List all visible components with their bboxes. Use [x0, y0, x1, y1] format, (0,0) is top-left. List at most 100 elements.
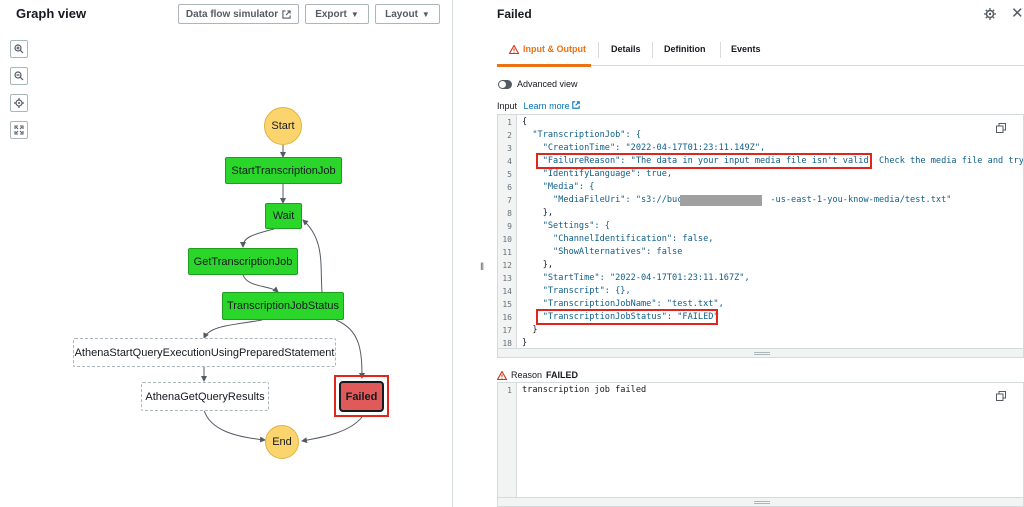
node-get-transcription-job[interactable]: GetTranscriptionJob [188, 248, 298, 275]
tab-divider [652, 42, 653, 58]
zoom-out-button[interactable] [10, 67, 28, 85]
line-number: 10 [502, 235, 512, 244]
code-line-failure-reason: "FailureReason": "The data in your input… [522, 156, 1024, 166]
line-number-gutter: 1 2 3 4 5 6 7 8 9 10 11 12 13 14 15 16 1… [498, 115, 517, 357]
redacted-block [680, 195, 762, 206]
tab-details[interactable]: Details [611, 44, 641, 54]
code-line: { [522, 117, 528, 127]
node-end[interactable]: End [265, 425, 299, 459]
line-number: 11 [502, 248, 512, 257]
code-line: "TranscriptionJob": { [522, 130, 641, 140]
line-number: 9 [507, 222, 512, 231]
active-tab-indicator [497, 64, 591, 67]
input-section-label: Input Learn more [497, 101, 580, 111]
line-number: 15 [502, 300, 512, 309]
node-athena-get-query-results[interactable]: AthenaGetQueryResults [141, 382, 269, 411]
panel-resize-handle[interactable]: ‖ [480, 262, 485, 273]
line-number: 18 [502, 339, 512, 348]
tab-input-output-label: Input & Output [523, 44, 586, 54]
node-transcription-job-status[interactable]: TranscriptionJobStatus [222, 292, 344, 320]
copy-icon[interactable] [996, 123, 1006, 133]
node-wait[interactable]: Wait [265, 203, 302, 229]
state-title: Failed [497, 7, 532, 21]
graph-edges [201, 145, 365, 444]
code-line: "Media": { [522, 182, 595, 192]
tab-events[interactable]: Events [731, 44, 761, 54]
grip-icon [753, 501, 770, 504]
graph-view-panel: Graph view Data flow simulator Export ▼ … [0, 0, 453, 507]
reason-editor[interactable]: 1 transcription job failed [497, 382, 1024, 507]
code-line: "StartTime": "2022-04-17T01:23:11.167Z", [522, 273, 750, 283]
reason-label: Reason [511, 370, 543, 380]
node-failed[interactable]: Failed [339, 381, 384, 412]
learn-more-link[interactable]: Learn more [524, 101, 581, 111]
tab-divider [720, 42, 721, 58]
node-athena-start-query[interactable]: AthenaStartQueryExecutionUsingPreparedSt… [73, 338, 336, 367]
code-line: }, [522, 208, 554, 218]
code-line: }, [522, 260, 554, 270]
warning-icon [509, 44, 519, 54]
export-dropdown[interactable]: Export ▼ [305, 4, 369, 24]
line-number: 5 [507, 170, 512, 179]
line-number: 13 [502, 274, 512, 283]
gear-icon[interactable] [984, 8, 996, 20]
reason-value: FAILED [546, 370, 579, 380]
editor-resize-handle[interactable] [498, 497, 1023, 506]
details-panel: Failed ✕ Input & Output Details Definiti… [490, 0, 1024, 507]
editor-resize-handle[interactable] [498, 348, 1023, 357]
learn-more-text: Learn more [523, 101, 570, 111]
line-number: 1 [507, 118, 512, 127]
code-line-job-status: "TranscriptionJobStatus": "FAILED" [522, 312, 719, 322]
node-start[interactable]: Start [264, 107, 302, 145]
input-json-editor[interactable]: 1 2 3 4 5 6 7 8 9 10 11 12 13 14 15 16 1… [497, 114, 1024, 358]
expand-icon [14, 125, 24, 135]
zoom-in-button[interactable] [10, 40, 28, 58]
input-label: Input [497, 101, 518, 111]
line-number: 1 [507, 386, 512, 395]
external-link-icon [572, 101, 580, 109]
caret-down-icon: ▼ [421, 9, 430, 19]
code-line: "TranscriptionJobName": "test.txt", [522, 299, 724, 309]
grip-icon [753, 352, 770, 355]
data-flow-simulator-label: Data flow simulator [185, 8, 279, 20]
warning-icon [497, 370, 507, 380]
graph-controls [10, 40, 28, 148]
code-line: } [522, 338, 528, 348]
line-number: 12 [502, 261, 512, 270]
zoom-out-icon [14, 71, 24, 81]
reason-heading: Reason FAILED [497, 370, 578, 380]
data-flow-simulator-button[interactable]: Data flow simulator [178, 4, 299, 24]
reason-text: transcription job failed [522, 385, 647, 395]
advanced-view-toggle[interactable] [498, 80, 512, 89]
copy-icon[interactable] [996, 391, 1006, 401]
graph-view-title: Graph view [16, 6, 87, 21]
code-line: "CreationTime": "2022-04-17T01:23:11.149… [522, 143, 766, 153]
failed-node-highlight [334, 375, 389, 417]
code-line: "MediaFileUri": "s3://bucket- -us-east-1… [553, 195, 952, 205]
line-number: 6 [507, 183, 512, 192]
code-line: "IdentifyLanguage": true, [522, 169, 673, 179]
line-number: 3 [507, 144, 512, 153]
line-number: 8 [507, 209, 512, 218]
node-start-transcription-job[interactable]: StartTranscriptionJob [225, 157, 342, 184]
line-number: 14 [502, 287, 512, 296]
export-label: Export [315, 8, 347, 20]
line-number: 7 [507, 196, 512, 205]
line-number: 4 [507, 157, 512, 166]
fit-to-screen-button[interactable] [10, 121, 28, 139]
code-line: } [522, 325, 538, 335]
tab-input-output[interactable]: Input & Output [509, 44, 586, 54]
code-line: "ShowAlternatives": false [522, 247, 683, 257]
job-status-highlight [536, 309, 718, 325]
line-number: 17 [502, 326, 512, 335]
code-line: "Transcript": {}, [522, 286, 631, 296]
close-icon[interactable]: ✕ [1011, 5, 1024, 22]
layout-dropdown[interactable]: Layout ▼ [375, 4, 440, 24]
failure-reason-highlight [536, 153, 872, 169]
zoom-in-icon [14, 44, 24, 54]
code-line: "ChannelIdentification": false, [522, 234, 714, 244]
center-graph-button[interactable] [10, 94, 28, 112]
tab-bar: Input & Output Details Definition Events [497, 36, 1024, 66]
advanced-view-label: Advanced view [517, 79, 578, 89]
tab-definition[interactable]: Definition [664, 44, 706, 54]
